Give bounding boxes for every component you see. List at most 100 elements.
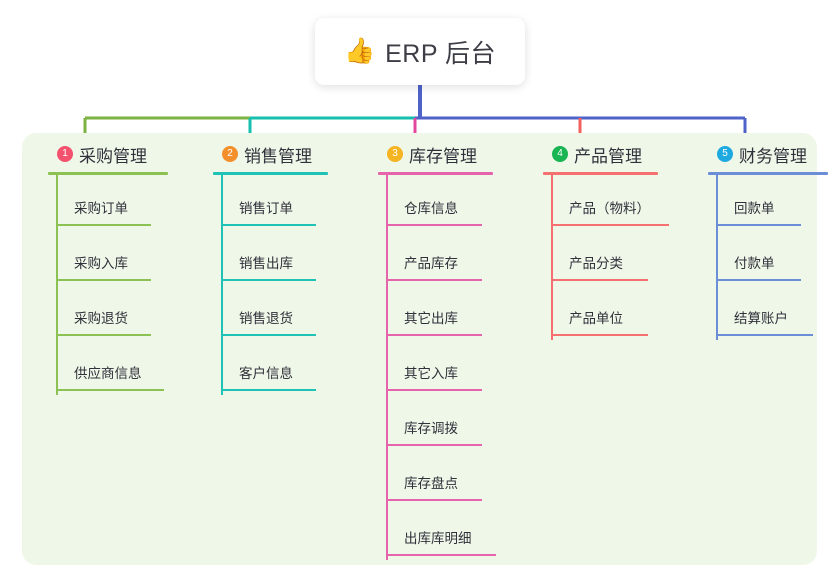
column-item-label: 结算账户 <box>734 311 788 326</box>
column-item[interactable]: 仓库信息 <box>386 175 518 230</box>
column-item-underline <box>716 279 801 281</box>
column-item[interactable]: 产品库存 <box>386 230 518 285</box>
column-title: 销售管理 <box>244 146 312 166</box>
column-item-underline <box>56 334 151 336</box>
column-item[interactable]: 其它入库 <box>386 340 518 395</box>
column-item[interactable]: 供应商信息 <box>56 340 188 395</box>
column-item-underline <box>716 224 801 226</box>
column-item-label: 产品分类 <box>569 256 623 271</box>
column-5: 5 财务管理回款单付款单结算账户 <box>698 142 839 340</box>
column-item[interactable]: 产品分类 <box>551 230 683 285</box>
column-number-badge: 1 <box>57 146 73 162</box>
column-item-label: 付款单 <box>734 256 775 271</box>
column-item-underline <box>221 279 316 281</box>
column-item-label: 销售出库 <box>239 256 293 271</box>
column-item[interactable]: 回款单 <box>716 175 839 230</box>
column-item-label: 其它出库 <box>404 311 458 326</box>
column-item-label: 供应商信息 <box>74 366 142 381</box>
column-item[interactable]: 库存盘点 <box>386 450 518 505</box>
column-number-badge: 5 <box>717 146 733 162</box>
column-item-underline <box>221 334 316 336</box>
column-item[interactable]: 产品单位 <box>551 285 683 340</box>
column-header-underline <box>708 172 828 175</box>
column-items: 仓库信息产品库存其它出库其它入库库存调拨库存盘点出库库明细 <box>368 175 518 560</box>
column-item-underline <box>56 224 151 226</box>
column-item-label: 仓库信息 <box>404 201 458 216</box>
column-1: 1 采购管理采购订单采购入库采购退货供应商信息 <box>38 142 188 395</box>
column-item-underline <box>386 389 482 391</box>
column-spine <box>221 175 223 395</box>
column-item[interactable]: 销售退货 <box>221 285 353 340</box>
column-spine <box>716 175 718 340</box>
column-item-label: 其它入库 <box>404 366 458 381</box>
column-number-badge: 4 <box>552 146 568 162</box>
column-3: 3 库存管理仓库信息产品库存其它出库其它入库库存调拨库存盘点出库库明细 <box>368 142 518 560</box>
column-item-underline <box>386 279 482 281</box>
column-number-badge: 2 <box>222 146 238 162</box>
column-header[interactable]: 2 销售管理 <box>203 142 353 166</box>
root-node[interactable]: 👍 ERP 后台 <box>315 18 525 85</box>
column-item-underline <box>386 554 496 556</box>
column-item[interactable]: 销售订单 <box>221 175 353 230</box>
column-item-label: 采购入库 <box>74 256 128 271</box>
column-item-label: 出库库明细 <box>404 531 472 546</box>
column-header[interactable]: 1 采购管理 <box>38 142 188 166</box>
column-item-underline <box>386 334 482 336</box>
column-item-label: 产品（物料） <box>569 201 650 216</box>
column-item-label: 采购退货 <box>74 311 128 326</box>
column-item-underline <box>386 499 482 501</box>
column-header-underline <box>543 172 658 175</box>
column-item-label: 产品单位 <box>569 311 623 326</box>
column-item-label: 产品库存 <box>404 256 458 271</box>
column-item[interactable]: 其它出库 <box>386 285 518 340</box>
column-header[interactable]: 3 库存管理 <box>368 142 518 166</box>
column-item[interactable]: 产品（物料） <box>551 175 683 230</box>
column-header[interactable]: 5 财务管理 <box>698 142 839 166</box>
column-item-underline <box>551 224 669 226</box>
column-item-underline <box>386 224 482 226</box>
column-item-underline <box>716 334 813 336</box>
column-spine <box>386 175 388 560</box>
columns-panel <box>22 133 817 565</box>
root-title: ERP 后台 <box>385 39 497 68</box>
column-item-underline <box>551 279 648 281</box>
thumbs-up-icon: 👍 <box>343 37 376 65</box>
column-title: 库存管理 <box>409 146 477 166</box>
column-item-label: 销售订单 <box>239 201 293 216</box>
column-item-underline <box>386 444 482 446</box>
column-header-underline <box>378 172 493 175</box>
column-header-underline <box>213 172 328 175</box>
column-item[interactable]: 出库库明细 <box>386 505 518 560</box>
column-item-underline <box>551 334 648 336</box>
column-item[interactable]: 采购入库 <box>56 230 188 285</box>
column-item[interactable]: 客户信息 <box>221 340 353 395</box>
column-2: 2 销售管理销售订单销售出库销售退货客户信息 <box>203 142 353 395</box>
column-number-badge: 3 <box>387 146 403 162</box>
column-item[interactable]: 结算账户 <box>716 285 839 340</box>
column-item-label: 客户信息 <box>239 366 293 381</box>
column-item-label: 库存调拨 <box>404 421 458 436</box>
column-item-label: 销售退货 <box>239 311 293 326</box>
column-item[interactable]: 销售出库 <box>221 230 353 285</box>
column-items: 销售订单销售出库销售退货客户信息 <box>203 175 353 395</box>
column-title: 采购管理 <box>79 146 147 166</box>
column-item[interactable]: 库存调拨 <box>386 395 518 450</box>
column-item-underline <box>56 279 151 281</box>
column-item-label: 回款单 <box>734 201 775 216</box>
column-item-underline <box>56 389 164 391</box>
column-items: 采购订单采购入库采购退货供应商信息 <box>38 175 188 395</box>
column-item-underline <box>221 224 316 226</box>
column-item[interactable]: 采购订单 <box>56 175 188 230</box>
column-spine <box>551 175 553 340</box>
column-item-underline <box>221 389 316 391</box>
column-item-label: 库存盘点 <box>404 476 458 491</box>
column-item[interactable]: 付款单 <box>716 230 839 285</box>
column-header[interactable]: 4 产品管理 <box>533 142 683 166</box>
column-title: 产品管理 <box>574 146 642 166</box>
column-item[interactable]: 采购退货 <box>56 285 188 340</box>
column-item-label: 采购订单 <box>74 201 128 216</box>
column-title: 财务管理 <box>739 146 807 166</box>
column-header-underline <box>48 172 168 175</box>
column-4: 4 产品管理产品（物料） 产品分类产品单位 <box>533 142 683 340</box>
